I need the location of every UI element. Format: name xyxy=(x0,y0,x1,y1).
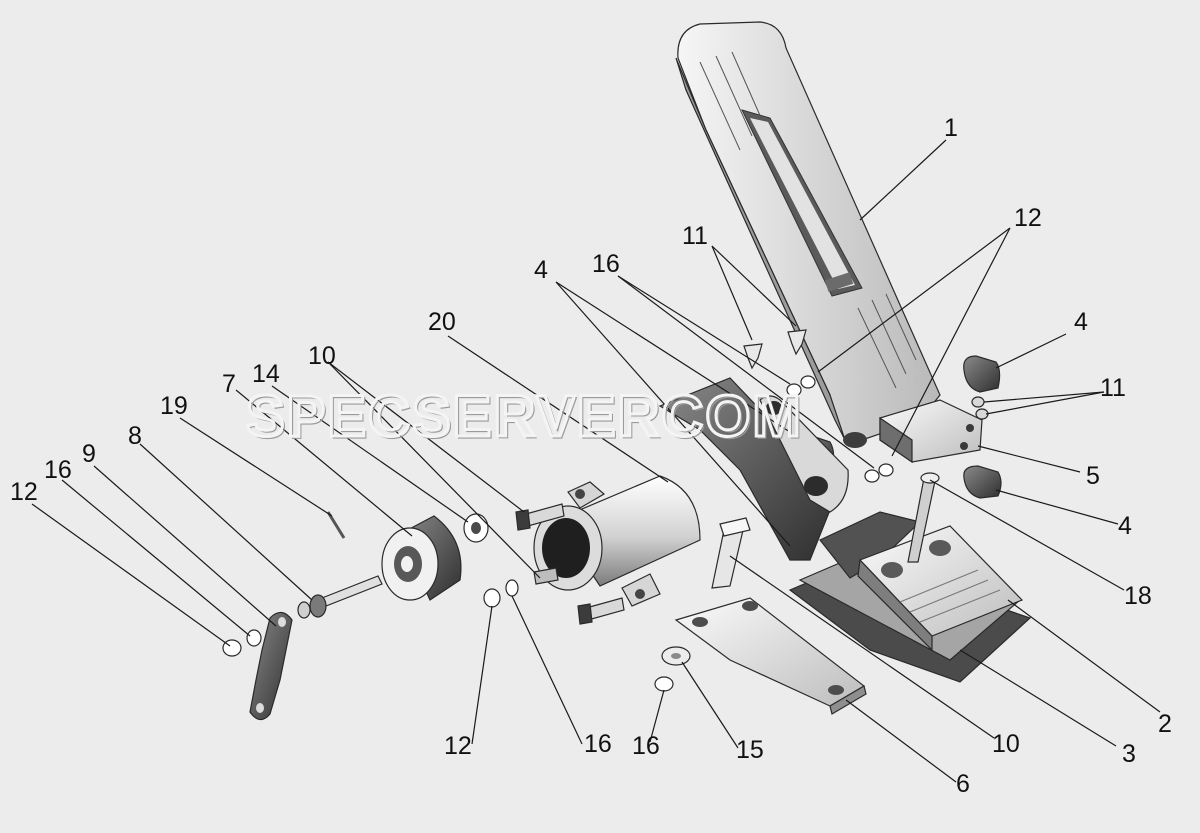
hinge-bracket-part xyxy=(879,399,983,464)
bolt-part-left xyxy=(515,503,625,625)
callout-12-left: 12 xyxy=(10,478,38,506)
callout-4-right-top: 4 xyxy=(1074,308,1088,336)
callout-7: 7 xyxy=(222,370,236,398)
callout-12-bottom: 12 xyxy=(444,732,472,760)
callout-20: 20 xyxy=(428,308,456,336)
callout-5: 5 xyxy=(1086,462,1100,490)
bushing-part-top xyxy=(963,355,1001,393)
callout-8: 8 xyxy=(128,422,142,450)
small-fasteners xyxy=(743,329,989,483)
main-bracket-part xyxy=(658,377,849,561)
sensor-cylinder-part xyxy=(533,475,701,607)
callout-18: 18 xyxy=(1124,582,1152,610)
lever-part xyxy=(249,611,293,721)
roller-part xyxy=(381,515,462,601)
axle-part xyxy=(297,575,383,619)
callout-6: 6 xyxy=(956,770,970,798)
callout-3: 3 xyxy=(1122,740,1136,768)
callout-4-left: 4 xyxy=(534,256,548,284)
callout-10-bottom: 10 xyxy=(992,730,1020,758)
callout-16-top: 16 xyxy=(592,250,620,278)
callout-16-left: 16 xyxy=(44,456,72,484)
pedal-part xyxy=(675,21,941,448)
callout-11-right: 11 xyxy=(1100,374,1126,402)
foot-block-part xyxy=(819,511,1024,652)
watermark-shadow: SPECSERVERCOM xyxy=(248,386,805,451)
washer-part-14 xyxy=(463,513,489,543)
watermark-text: SPECSERVERCOM xyxy=(246,384,803,449)
callout-16-bottom-right: 16 xyxy=(632,732,660,760)
callout-9: 9 xyxy=(82,440,96,468)
leader-lines xyxy=(31,139,1161,783)
mounting-plate-part xyxy=(674,597,867,715)
long-bolt-part xyxy=(907,472,940,563)
callout-2: 2 xyxy=(1158,710,1172,738)
callout-12-top: 12 xyxy=(1014,204,1042,232)
nut-washer-left xyxy=(222,629,262,657)
callout-labels: 1 12 11 16 4 4 11 5 4 18 2 3 10 6 15 16 … xyxy=(10,114,1172,798)
callout-11-top: 11 xyxy=(682,222,708,250)
bushing-part-bottom xyxy=(963,465,1002,499)
washers-bottom xyxy=(654,646,691,692)
washers-middle xyxy=(483,579,519,608)
callout-16-bottom-mid: 16 xyxy=(584,730,612,758)
callout-19: 19 xyxy=(160,392,188,420)
bolt-part-right xyxy=(711,517,751,589)
callout-15: 15 xyxy=(736,736,764,764)
callout-4-right-bottom: 4 xyxy=(1118,512,1132,540)
callout-14: 14 xyxy=(252,360,280,388)
pin-part xyxy=(326,511,346,539)
callout-1: 1 xyxy=(944,114,958,142)
callout-10-top: 10 xyxy=(308,342,336,370)
